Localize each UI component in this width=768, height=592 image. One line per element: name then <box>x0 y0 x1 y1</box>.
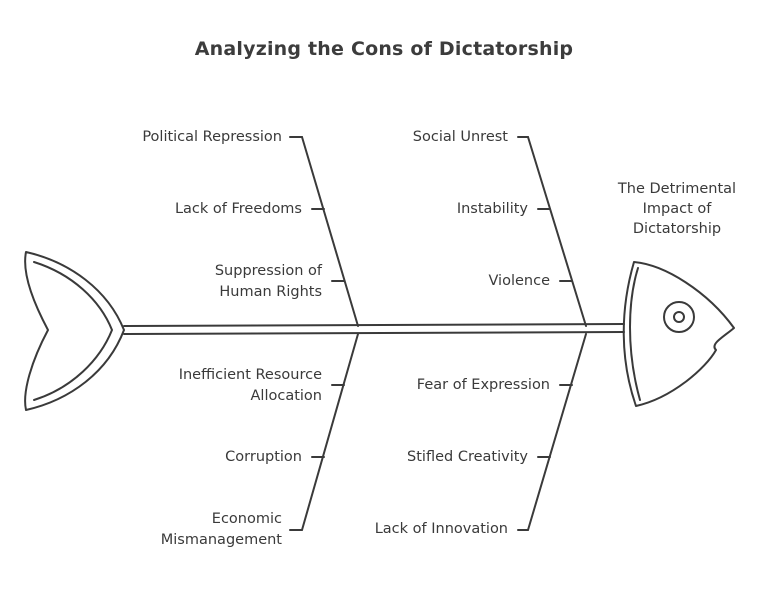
cause-economic-mismanagement: Economic Mismanagement <box>160 511 282 548</box>
fish-eye <box>663 301 695 333</box>
cause-suppression-of-human-rights: Suppression of Human Rights <box>214 263 322 300</box>
fish-head <box>622 261 735 407</box>
fish-tail <box>24 251 125 411</box>
fish-gill <box>629 267 641 401</box>
effect-label: The Detrimental Impact of Dictatorship <box>617 181 737 237</box>
spine-line-lower <box>123 331 625 335</box>
cause-violence: Violence <box>488 273 550 289</box>
cause-lack-of-innovation: Lack of Innovation <box>374 521 508 537</box>
cause-inefficient-resource-allocation: Inefficient Resource Allocation <box>178 367 322 404</box>
rib-right-top <box>527 136 587 327</box>
spine-line <box>123 323 625 327</box>
cause-stifled-creativity: Stifled Creativity <box>407 449 528 465</box>
cause-political-repression: Political Repression <box>142 129 282 145</box>
rib-left-bottom <box>301 333 359 531</box>
rib-left-top <box>301 136 359 327</box>
rib-right-bottom <box>527 333 587 531</box>
connector-ticks <box>289 136 573 531</box>
cause-lack-of-freedoms: Lack of Freedoms <box>174 201 302 217</box>
fish-tail-inner <box>33 261 113 401</box>
cause-corruption: Corruption <box>225 449 302 465</box>
diagram-title: Analyzing the Cons of Dictatorship <box>194 38 574 60</box>
cause-fear-of-expression: Fear of Expression <box>416 377 550 393</box>
cause-instability: Instability <box>456 201 528 217</box>
cause-social-unrest: Social Unrest <box>412 129 508 145</box>
